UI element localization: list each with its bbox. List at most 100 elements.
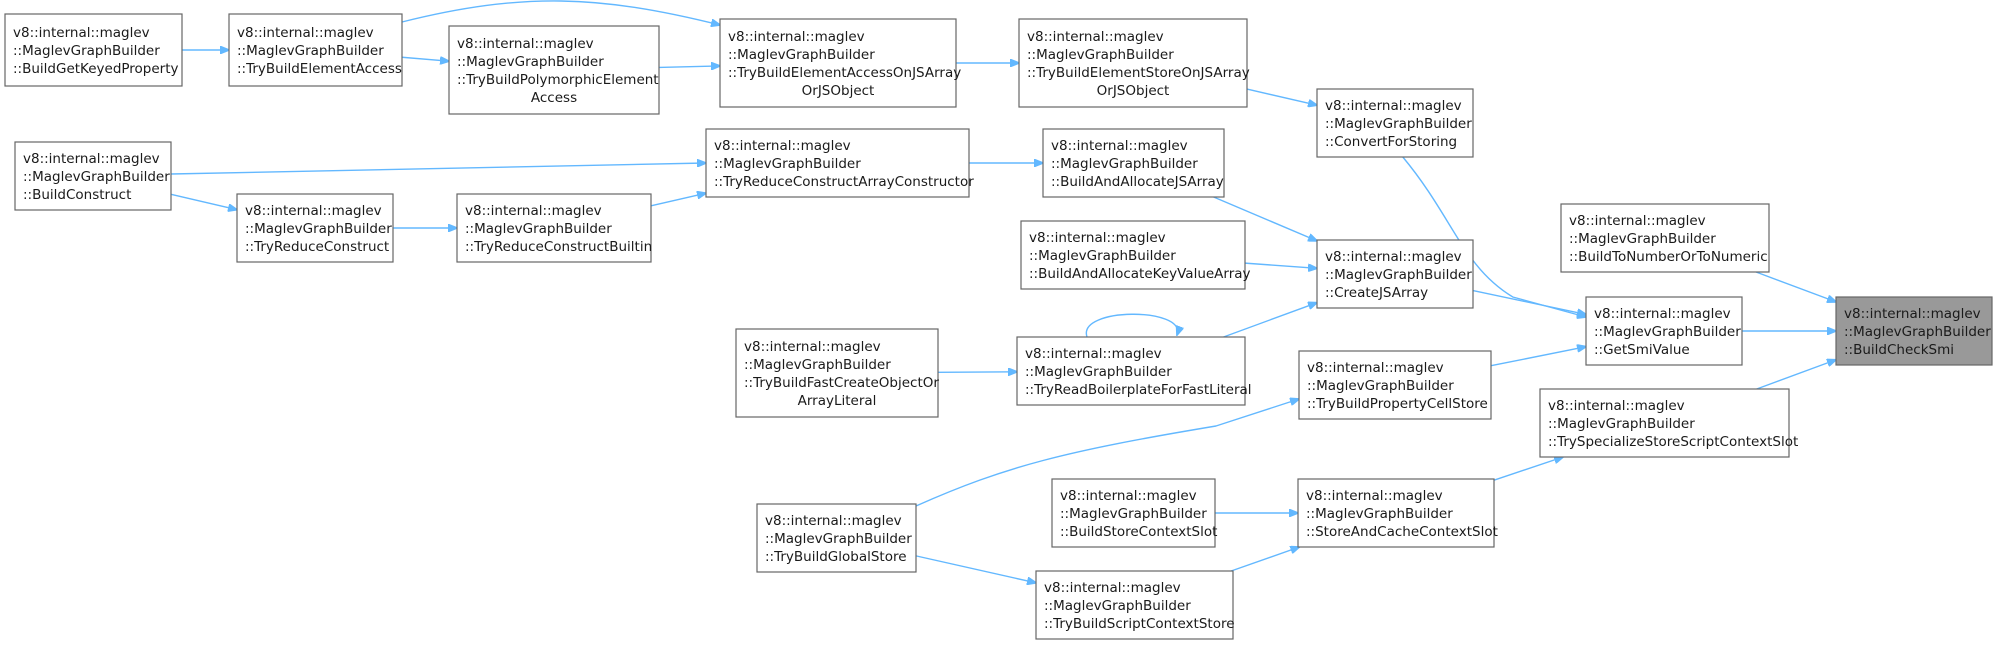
node-n0[interactable]: v8::internal::maglev::MaglevGraphBuilder… [4, 13, 183, 87]
node-n14[interactable]: v8::internal::maglev::MaglevGraphBuilder… [1585, 296, 1743, 366]
node-n23[interactable]: v8::internal::maglev::MaglevGraphBuilder… [1035, 570, 1235, 640]
node-label-line: ArrayLiteral [798, 393, 877, 409]
node-label-line: v8::internal::maglev [1044, 580, 1181, 596]
node-n22[interactable]: v8::internal::maglev::MaglevGraphBuilder… [756, 503, 917, 573]
node-label-line: v8::internal::maglev [1029, 230, 1166, 246]
node-label-line: v8::internal::maglev [714, 138, 851, 154]
node-box[interactable] [705, 128, 970, 198]
node-box[interactable] [1035, 570, 1234, 640]
node-box[interactable] [719, 18, 957, 108]
node-box[interactable] [1020, 220, 1246, 290]
edge-n10-to-n7 [650, 193, 706, 207]
node-n6[interactable]: v8::internal::maglev::MaglevGraphBuilder… [14, 141, 172, 211]
node-label-line: v8::internal::maglev [1306, 488, 1443, 504]
node-box[interactable] [1316, 239, 1474, 309]
node-n20[interactable]: v8::internal::maglev::MaglevGraphBuilder… [1051, 478, 1217, 548]
node-n10[interactable]: v8::internal::maglev::MaglevGraphBuilder… [456, 193, 652, 263]
node-label-line: v8::internal::maglev [457, 36, 594, 52]
node-n17[interactable]: v8::internal::maglev::MaglevGraphBuilder… [1016, 336, 1252, 406]
node-box[interactable] [1297, 478, 1495, 548]
node-label-line: Access [531, 90, 577, 106]
node-box[interactable] [236, 193, 394, 263]
edge-n21-to-n19 [1493, 457, 1563, 481]
node-label-line: ::BuildConstruct [23, 187, 131, 203]
node-label-line: ::MaglevGraphBuilder [1307, 378, 1454, 394]
node-n19[interactable]: v8::internal::maglev::MaglevGraphBuilder… [1539, 388, 1798, 458]
node-label-line: ::BuildStoreContextSlot [1060, 524, 1217, 540]
node-box[interactable] [1042, 128, 1225, 198]
edge-n17-to-n12 [1223, 303, 1317, 338]
edge-n1-to-n2 [401, 57, 449, 61]
node-label-line: ::MaglevGraphBuilder [1051, 156, 1198, 172]
edge-n12-to-n14 [1472, 289, 1586, 315]
node-n13[interactable]: v8::internal::maglev::MaglevGraphBuilder… [1560, 203, 1770, 273]
node-n11[interactable]: v8::internal::maglev::MaglevGraphBuilder… [1020, 220, 1251, 290]
node-label-line: v8::internal::maglev [1027, 29, 1164, 45]
node-label-line: v8::internal::maglev [1060, 488, 1197, 504]
node-label-line: ::MaglevGraphBuilder [457, 54, 604, 70]
node-box[interactable] [4, 13, 183, 87]
node-label-line: ::CreateJSArray [1325, 285, 1428, 301]
node-box[interactable] [228, 13, 403, 87]
node-n4[interactable]: v8::internal::maglev::MaglevGraphBuilder… [1018, 18, 1250, 108]
node-label-line: ::BuildGetKeyedProperty [13, 61, 179, 77]
node-label-line: ::TryBuildPropertyCellStore [1307, 396, 1488, 412]
node-box[interactable] [1051, 478, 1216, 548]
node-label-line: ::MaglevGraphBuilder [245, 221, 392, 237]
node-n2[interactable]: v8::internal::maglev::MaglevGraphBuilder… [448, 25, 660, 115]
node-box[interactable] [1560, 203, 1770, 273]
node-n8[interactable]: v8::internal::maglev::MaglevGraphBuilder… [1042, 128, 1225, 198]
node-box[interactable] [448, 25, 660, 115]
node-box[interactable] [1016, 336, 1246, 406]
node-label-line: ::MaglevGraphBuilder [1844, 324, 1991, 340]
node-label-line: ::TryBuildPolymorphicElement [457, 72, 659, 88]
node-label-line: v8::internal::maglev [13, 25, 150, 41]
node-n16[interactable]: v8::internal::maglev::MaglevGraphBuilder… [735, 328, 939, 418]
node-n5[interactable]: v8::internal::maglev::MaglevGraphBuilder… [1316, 88, 1474, 158]
edges-layer [170, 0, 1836, 583]
node-box[interactable] [1539, 388, 1790, 458]
node-box[interactable] [1018, 18, 1248, 108]
edge-n22-to-n18 [915, 399, 1299, 507]
node-box[interactable] [756, 503, 917, 573]
node-label-line: ::MaglevGraphBuilder [237, 43, 384, 59]
node-n12[interactable]: v8::internal::maglev::MaglevGraphBuilder… [1316, 239, 1474, 309]
node-n15[interactable]: v8::internal::maglev::MaglevGraphBuilder… [1835, 296, 1993, 366]
node-box[interactable] [1316, 88, 1474, 158]
node-label-line: ::TryBuildElementAccessOnJSArray [728, 65, 961, 81]
node-n7[interactable]: v8::internal::maglev::MaglevGraphBuilder… [705, 128, 974, 198]
node-n21[interactable]: v8::internal::maglev::MaglevGraphBuilder… [1297, 478, 1498, 548]
node-label-line: ::BuildAndAllocateKeyValueArray [1029, 266, 1251, 282]
node-box[interactable] [1298, 350, 1492, 420]
edge-n6-to-n9 [170, 193, 237, 209]
edge-n23-to-n21 [1230, 547, 1299, 572]
node-box[interactable] [14, 141, 172, 211]
node-label-line: v8::internal::maglev [23, 151, 160, 167]
node-label-line: ::TryBuildGlobalStore [765, 549, 907, 565]
node-label-line: v8::internal::maglev [1325, 98, 1462, 114]
node-n3[interactable]: v8::internal::maglev::MaglevGraphBuilder… [719, 18, 961, 108]
node-label-line: ::BuildCheckSmi [1844, 342, 1954, 358]
node-label-line: v8::internal::maglev [765, 513, 902, 529]
node-label-line: OrJSObject [1097, 83, 1170, 99]
node-label-line: ::MaglevGraphBuilder [744, 357, 891, 373]
node-n18[interactable]: v8::internal::maglev::MaglevGraphBuilder… [1298, 350, 1492, 420]
node-label-line: ::ConvertForStoring [1325, 134, 1457, 150]
node-box[interactable] [735, 328, 939, 418]
node-label-line: v8::internal::maglev [744, 339, 881, 355]
node-label-line: v8::internal::maglev [465, 203, 602, 219]
node-label-line: ::MaglevGraphBuilder [1027, 47, 1174, 63]
node-label-line: ::TryReduceConstructBuiltin [465, 239, 652, 255]
node-label-line: ::TryBuildElementAccess [237, 61, 402, 77]
node-box[interactable] [456, 193, 652, 263]
node-label-line: ::GetSmiValue [1594, 342, 1690, 358]
node-label-line: ::MaglevGraphBuilder [465, 221, 612, 237]
edge-n18-to-n14 [1490, 347, 1586, 367]
edge-n4-to-n5 [1246, 88, 1317, 105]
node-box[interactable] [1585, 296, 1743, 366]
node-n1[interactable]: v8::internal::maglev::MaglevGraphBuilder… [228, 13, 403, 87]
node-label-line: v8::internal::maglev [1325, 249, 1462, 265]
node-n9[interactable]: v8::internal::maglev::MaglevGraphBuilder… [236, 193, 394, 263]
node-box[interactable] [1835, 296, 1993, 366]
node-label-line: v8::internal::maglev [1548, 398, 1685, 414]
